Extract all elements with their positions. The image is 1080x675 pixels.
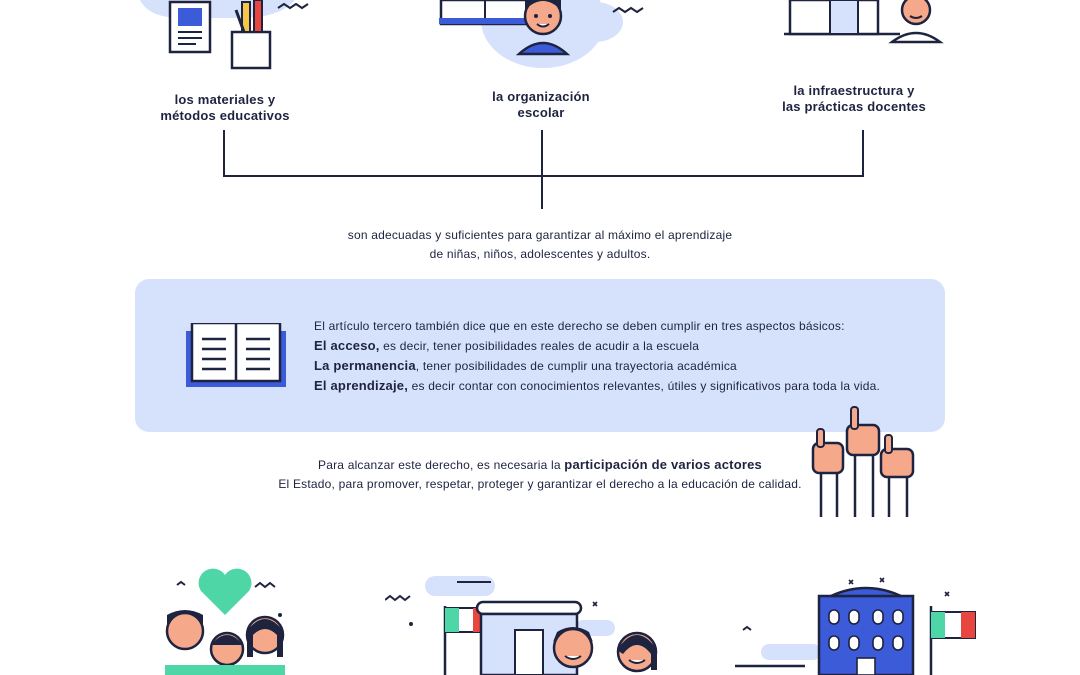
- bracket-horizontal: [223, 175, 864, 177]
- aspect-permanence: La permanencia, tener posibilidades de c…: [314, 356, 880, 376]
- actors-highlight: participación de varios actores: [564, 457, 762, 472]
- label-materiales: los materiales y métodos educativos: [125, 92, 325, 124]
- open-book-icon: [186, 323, 286, 389]
- raised-hands-icon: [805, 405, 920, 520]
- bracket-right-vertical: [862, 130, 864, 176]
- aspect-desc: , tener posibilidades de cumplir una tra…: [415, 359, 737, 373]
- aspect-desc: es decir, tener posibilidades reales de …: [379, 339, 700, 353]
- actors-line1: Para alcanzar este derecho, es necesaria…: [220, 455, 860, 475]
- label-line: la infraestructura y: [793, 83, 915, 98]
- aspect-access: El acceso, es decir, tener posibilidades…: [314, 336, 880, 356]
- actors-caption: Para alcanzar este derecho, es necesaria…: [220, 455, 860, 494]
- label-line: los materiales y: [174, 92, 276, 107]
- label-line: la organización: [492, 89, 590, 104]
- label-infraestructura: la infraestructura y las prácticas docen…: [754, 83, 954, 115]
- bracket-left-vertical: [223, 130, 225, 176]
- bracket-center-vertical: [541, 130, 543, 209]
- actors-line2: El Estado, para promover, respetar, prot…: [278, 477, 802, 491]
- aspect-learning: El aprendizaje, es decir contar con cono…: [314, 376, 880, 396]
- aspect-term: La permanencia: [314, 358, 416, 373]
- info-text: El artículo tercero también dice que en …: [314, 317, 880, 396]
- summary-line: son adecuadas y suficientes para garanti…: [347, 228, 733, 242]
- summary-line: de niñas, niños, adolescentes y adultos.: [429, 247, 651, 261]
- student-with-book-icon: [435, 0, 665, 70]
- government-building-flag-icon: [735, 570, 985, 675]
- school-building-flag-icon: [385, 570, 675, 675]
- family-heart-icon: [155, 565, 295, 675]
- summary-caption: son adecuadas y suficientes para garanti…: [240, 226, 840, 264]
- teacher-building-icon: [780, 0, 950, 45]
- aspect-desc: es decir contar con conocimientos releva…: [408, 379, 881, 393]
- aspect-term: El acceso,: [314, 338, 380, 353]
- info-intro: El artículo tercero también dice que en …: [314, 319, 845, 333]
- label-line: escolar: [517, 105, 565, 120]
- label-line: métodos educativos: [160, 108, 290, 123]
- school-supplies-icon: [130, 0, 330, 75]
- actors-prefix: Para alcanzar este derecho, es necesaria…: [318, 458, 565, 472]
- label-organizacion: la organización escolar: [441, 89, 641, 121]
- label-line: las prácticas docentes: [782, 99, 926, 114]
- aspect-term: El aprendizaje,: [314, 378, 409, 393]
